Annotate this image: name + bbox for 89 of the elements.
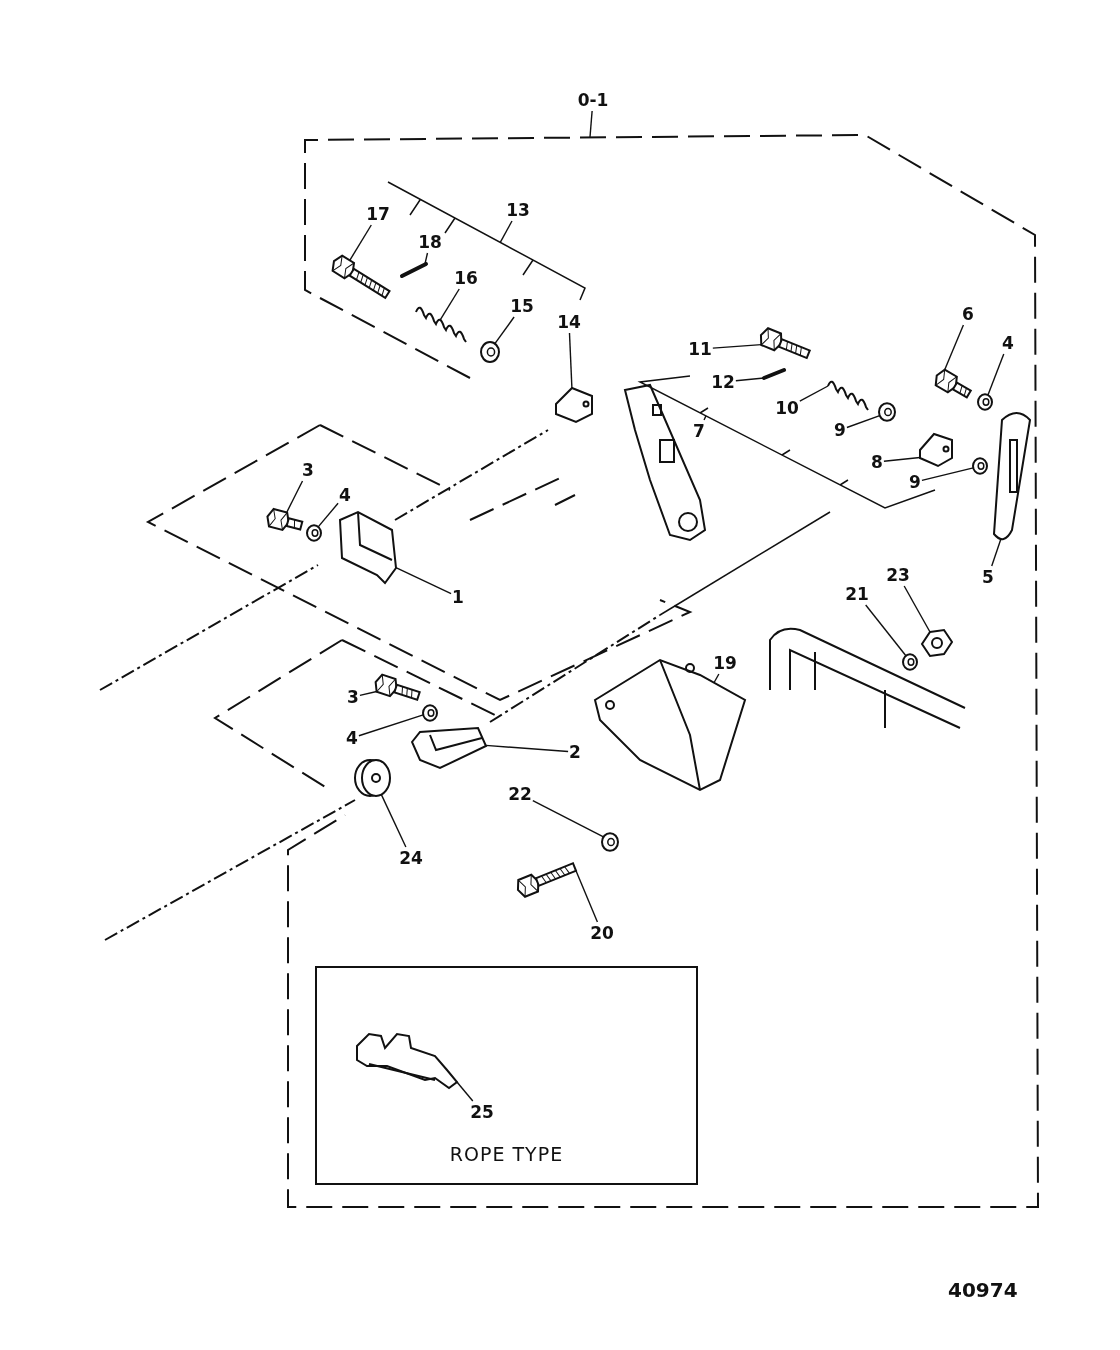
grommet-drawing [354,759,391,797]
callout-number: 9 [909,472,921,492]
leader-line [456,1081,474,1102]
callout-number: 10 [775,398,799,418]
bolt-drawing [934,368,973,399]
callout-number: 25 [470,1102,494,1122]
leader-line [349,224,372,262]
leader-line [286,480,304,514]
leader-line [991,538,1002,567]
leader-line [589,110,593,138]
callout-number: 8 [871,452,883,472]
pin-drawing [762,368,786,380]
callout-number: 9 [834,420,846,440]
callout-number: 17 [366,204,390,224]
leader-line [358,714,424,737]
bolt-drawing [374,673,421,701]
callout-number: 12 [711,372,735,392]
callout-number: 20 [590,923,614,943]
washer-drawing [422,704,438,722]
assembly-code: 0-1 [577,90,609,110]
callout-number: 4 [346,728,358,748]
link-drawing [993,412,1031,541]
leader-line [317,502,339,528]
callout-number: 3 [347,687,359,707]
inset-box [315,966,698,1185]
leader-line [532,799,605,838]
leader-line [944,324,965,371]
callout-number: 2 [569,742,581,762]
leader-line [485,744,569,753]
leader-line [987,353,1005,396]
callout-number: 14 [557,312,581,332]
callout-number: 4 [1002,333,1014,353]
leader-line [846,414,881,429]
clip-bracket-drawing [356,1032,459,1090]
clevis-drawing [919,432,953,468]
callout-number: 24 [399,848,423,868]
leader-line [865,604,907,657]
leader-line [799,385,829,402]
callout-number: 18 [418,232,442,252]
leader-line [575,870,599,923]
bracket-line [387,181,586,301]
leader-line [921,467,974,482]
leader-line [395,566,452,595]
leader-line [713,673,720,684]
bracket-drawing [338,510,398,585]
callout-number: 15 [510,296,534,316]
washer-drawing [902,653,918,671]
callout-number: 23 [886,565,910,585]
leader-line [735,377,765,382]
bolt-drawing [516,862,578,898]
washer-drawing [977,393,993,411]
leader-line [903,585,931,633]
nut-drawing [920,628,954,658]
callout-number: 22 [508,784,532,804]
callout-number: 21 [845,584,869,604]
callout-number: 19 [713,653,737,673]
callout-number: 3 [302,460,314,480]
leader-line [712,343,762,349]
callout-number: 1 [452,587,464,607]
leader-line [380,793,407,848]
bolt-drawing [759,327,812,360]
callout-number: 13 [506,200,530,220]
callout-number: 5 [982,567,994,587]
callout-number: 6 [962,304,974,324]
washer-drawing [601,832,619,852]
clevis-drawing [555,386,593,424]
leader-line [359,690,378,697]
callout-number: 4 [339,485,351,505]
leader-line [494,316,515,345]
spring-drawing [415,306,467,343]
washer-drawing [480,341,500,363]
caption-text: ROPE TYPE [448,1143,565,1165]
bracket-drawing [593,658,747,792]
leader-line [439,288,460,321]
leader-line [499,220,513,244]
figure-number: 40974 [948,1278,1018,1302]
leader-line [568,332,573,389]
leader-line [424,252,429,266]
washer-drawing [306,524,322,542]
leader-line [703,415,707,421]
bolt-drawing [266,507,304,532]
bolt-drawing [331,254,391,300]
callout-number: 11 [688,339,712,359]
bracket-line [637,375,936,509]
washer-drawing [972,457,988,475]
callout-number: 7 [693,421,705,441]
bracket-drawing [410,726,488,770]
leader-line [883,456,921,462]
callout-number: 16 [454,268,478,288]
